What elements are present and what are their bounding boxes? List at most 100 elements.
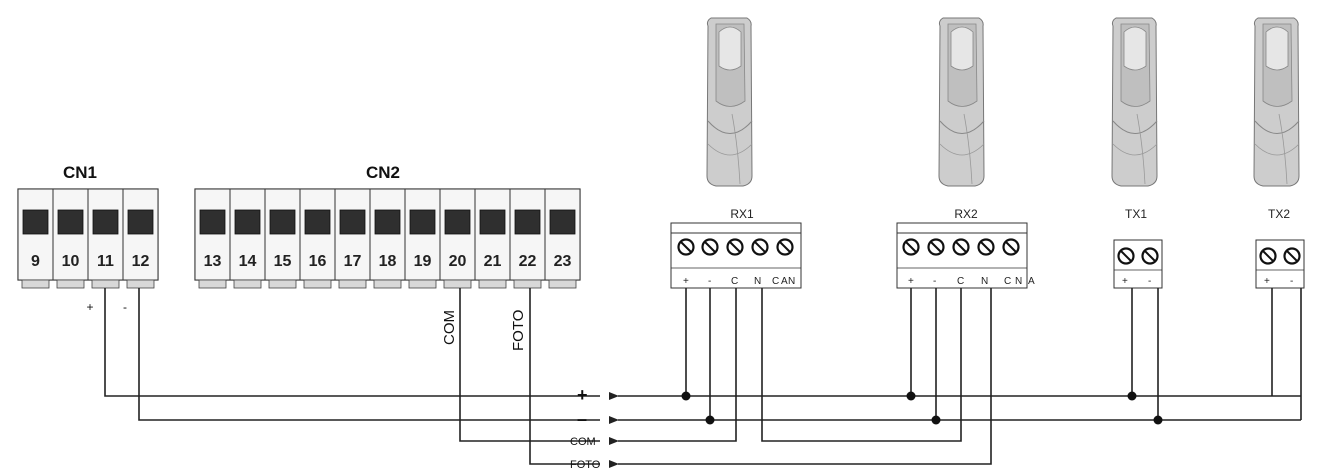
- terminal-12: 12: [122, 188, 159, 289]
- cn1-terminal-block: 9 10 11 12: [17, 188, 159, 289]
- terminal-18: 18: [369, 188, 406, 289]
- tx2-terminal-label: -: [1290, 276, 1293, 287]
- pin-label-minus: -: [123, 300, 127, 314]
- rx2-terminal-label: A: [1028, 276, 1035, 287]
- bus-label-foto: FOTO: [570, 459, 601, 471]
- terminal-number: 20: [449, 253, 467, 270]
- screw-icon: [1283, 247, 1301, 265]
- bus-label-plus: +: [577, 385, 588, 405]
- tx1-terminal-strip: + -: [1113, 239, 1163, 289]
- junction-dot: [906, 391, 916, 401]
- rx1-terminal-strip: + - C N C A N: [670, 222, 802, 289]
- terminal-22: 22: [509, 188, 546, 289]
- rx1-terminal-label: -: [708, 276, 711, 287]
- tx2-label: TX2: [1268, 207, 1290, 221]
- rx1-terminal-label: A: [781, 276, 788, 287]
- rx2-terminal-label: C: [957, 276, 964, 287]
- screw-icon: [1141, 247, 1159, 265]
- wire-foto-controller: [529, 288, 600, 465]
- bus-label-minus: –: [577, 409, 587, 429]
- screw-icon: [1002, 238, 1020, 256]
- tx1-terminal-label: +: [1122, 276, 1128, 287]
- terminal-number: 11: [97, 253, 114, 270]
- bus-foto-line: [609, 288, 992, 468]
- wiring: [104, 288, 1302, 468]
- tx2-photocell-icon: [1253, 17, 1300, 187]
- pin-label-foto: FOTO: [510, 310, 527, 351]
- bus-com-line: [609, 288, 737, 445]
- rx1-terminal-label: C: [772, 276, 779, 287]
- junction-dot: [1127, 391, 1137, 401]
- terminal-14: 14: [229, 188, 266, 289]
- terminal-11: 11: [87, 188, 124, 289]
- wire-plus-controller: [104, 288, 600, 397]
- tx1-label: TX1: [1125, 207, 1147, 221]
- terminal-17: 17: [334, 188, 371, 289]
- terminal-16: 16: [299, 188, 336, 289]
- terminal-19: 19: [404, 188, 441, 289]
- terminal-number: 14: [239, 253, 257, 270]
- junction-dot: [931, 415, 941, 425]
- terminal-number: 13: [204, 253, 222, 270]
- rx2-label: RX2: [954, 207, 978, 221]
- tx1-photocell-icon: [1111, 17, 1158, 187]
- junction-dot: [1153, 415, 1163, 425]
- screw-icon: [726, 238, 744, 256]
- rx2-terminal-label: +: [908, 276, 914, 287]
- terminal-number: 17: [344, 253, 362, 270]
- terminal-13: 13: [194, 188, 231, 289]
- terminal-number: 22: [519, 253, 537, 270]
- wire-minus-controller: [138, 288, 600, 421]
- tx1-terminal-label: -: [1148, 276, 1151, 287]
- screw-icon: [927, 238, 945, 256]
- terminal-number: 10: [62, 253, 80, 270]
- terminal-number: 15: [274, 253, 292, 270]
- terminal-number: 9: [31, 253, 40, 270]
- terminal-20: 20: [439, 188, 476, 289]
- screw-icon: [677, 238, 695, 256]
- cn1-label: CN1: [63, 163, 97, 182]
- rx1-terminal-label: N: [788, 276, 795, 287]
- terminal-15: 15: [264, 188, 301, 289]
- screw-icon: [1259, 247, 1277, 265]
- terminal-number: 23: [554, 253, 572, 270]
- screw-icon: [701, 238, 719, 256]
- terminal-21: 21: [474, 188, 511, 289]
- terminal-9: 9: [17, 188, 54, 289]
- tx2-terminal-label: +: [1264, 276, 1270, 287]
- terminal-23: 23: [544, 188, 581, 289]
- screw-icon: [952, 238, 970, 256]
- rx2-terminal-strip: + - C N C N A: [896, 222, 1035, 289]
- screw-icon: [776, 238, 794, 256]
- terminal-number: 18: [379, 253, 397, 270]
- rx2-terminal-label: N: [981, 276, 988, 287]
- terminal-10: 10: [52, 188, 89, 289]
- tx2-terminal-strip: + -: [1255, 239, 1305, 289]
- rx2-terminal-label: C: [1004, 276, 1011, 287]
- rx1-terminal-label: C: [731, 276, 738, 287]
- terminal-number: 12: [132, 253, 150, 270]
- junction-dot: [681, 391, 691, 401]
- pin-label-com: COM: [441, 310, 458, 345]
- wire-com-controller: [459, 288, 600, 442]
- rx2-terminal-label: -: [933, 276, 936, 287]
- screw-icon: [1117, 247, 1135, 265]
- screw-icon: [977, 238, 995, 256]
- terminal-number: 21: [484, 253, 502, 270]
- screw-icon: [902, 238, 920, 256]
- terminal-number: 19: [414, 253, 432, 270]
- bus-label-com: COM: [570, 436, 596, 448]
- junction-dot: [705, 415, 715, 425]
- rx1-n-to-rx2-c: [761, 288, 962, 442]
- rx2-photocell-icon: [938, 17, 985, 187]
- rx1-terminal-label: +: [683, 276, 689, 287]
- rx1-photocell-icon: [706, 17, 753, 187]
- screw-icon: [751, 238, 769, 256]
- cn2-terminal-block: 13 14 15 16 17 18 19 20 21 22 23: [194, 188, 581, 289]
- rx1-label: RX1: [730, 207, 754, 221]
- pin-label-plus: +: [86, 300, 93, 314]
- cn2-label: CN2: [366, 163, 400, 182]
- rx2-terminal-label: N: [1015, 276, 1022, 287]
- rx1-terminal-label: N: [754, 276, 761, 287]
